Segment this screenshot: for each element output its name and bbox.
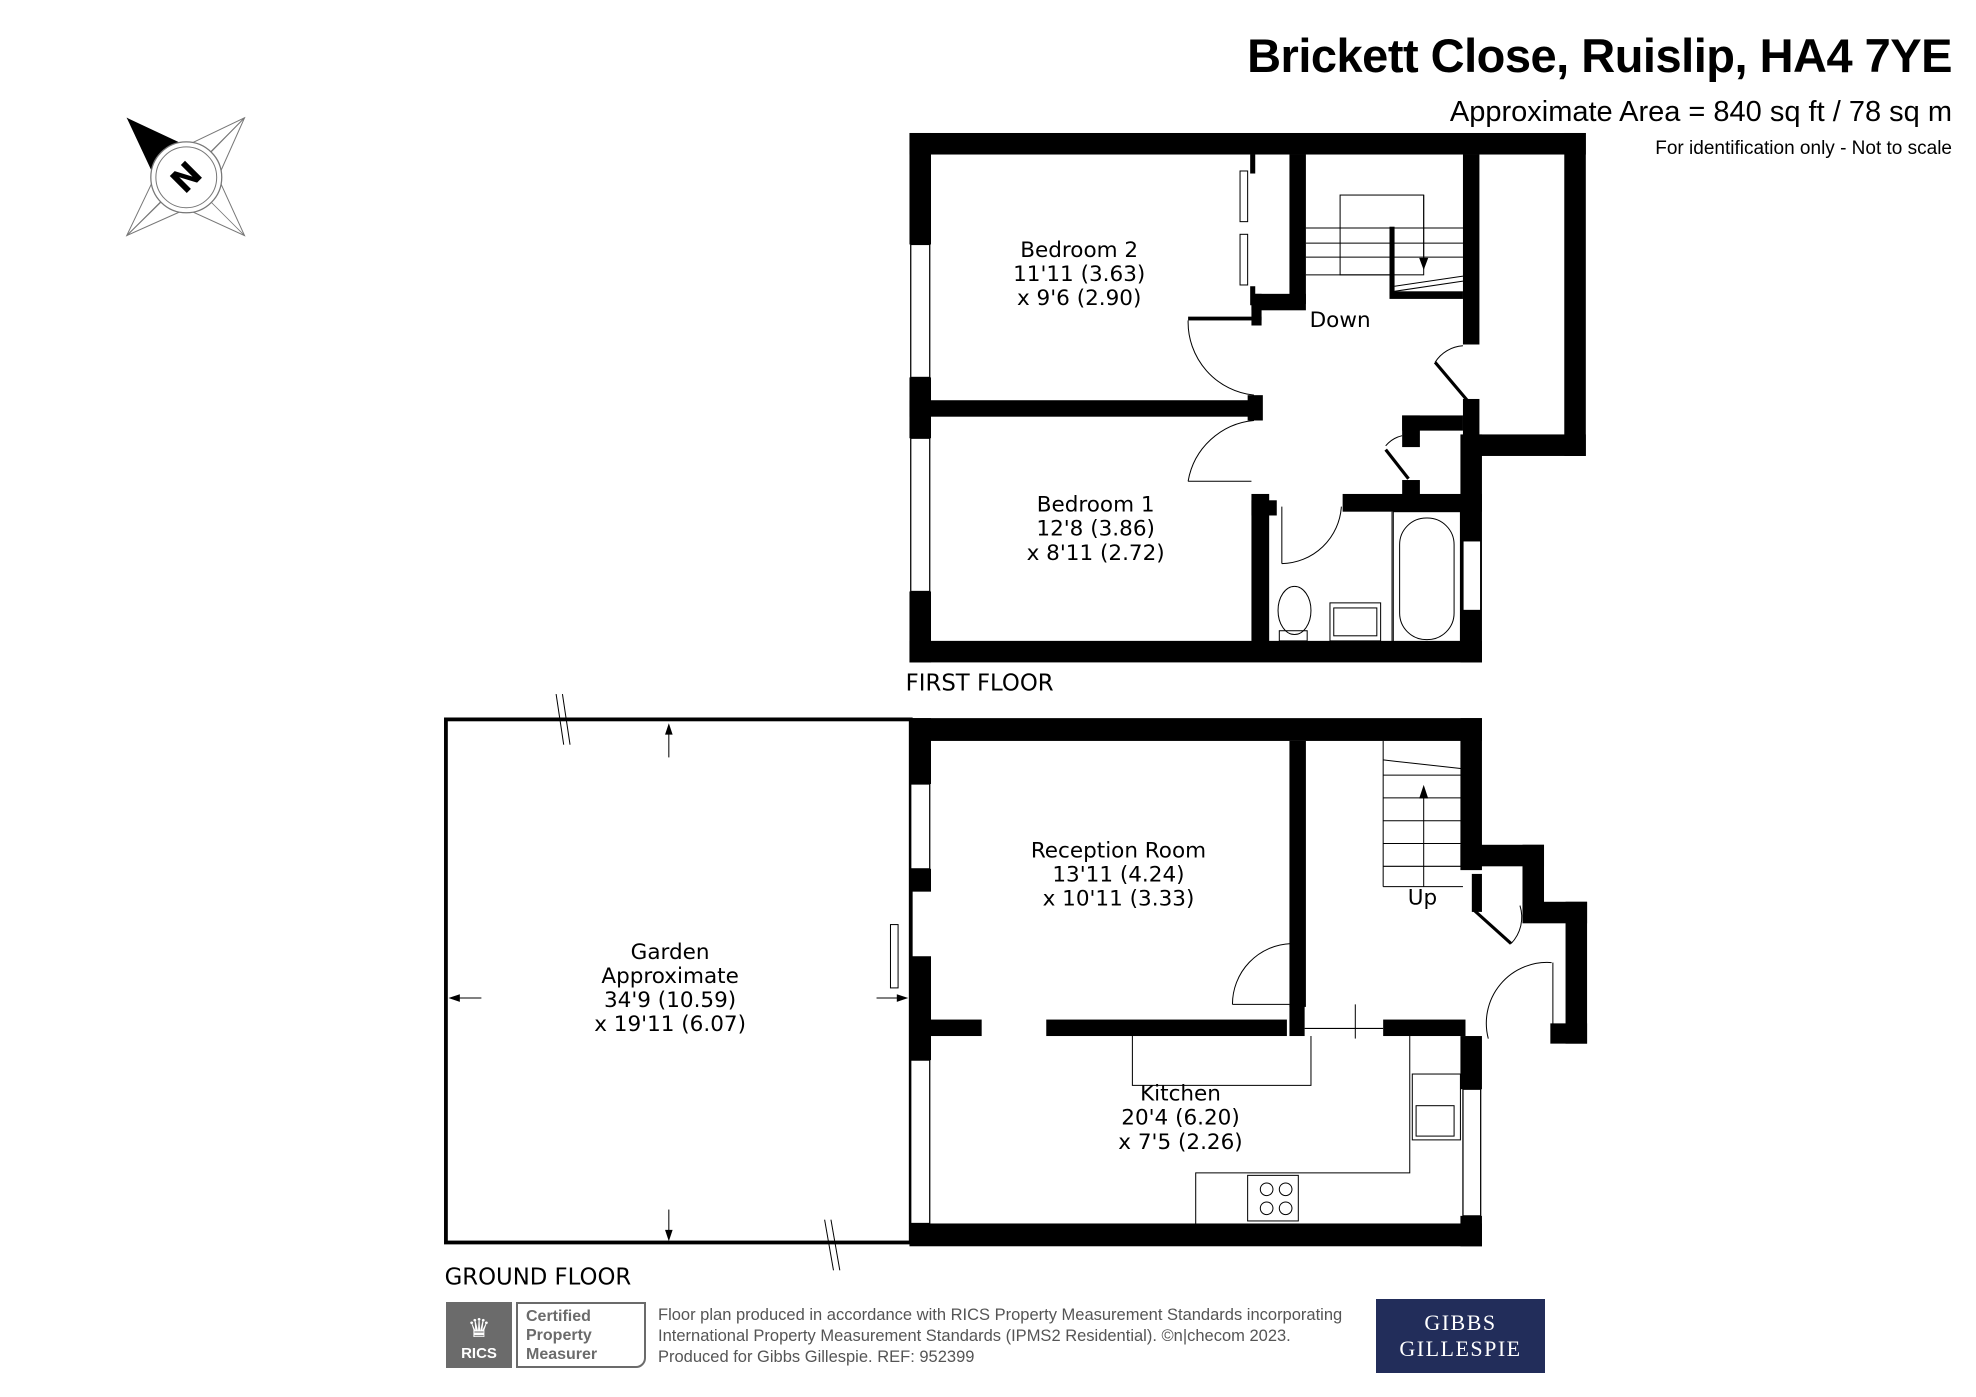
first-floor-plan bbox=[909, 132, 1586, 663]
compass-icon: N bbox=[125, 116, 246, 237]
property-title: Brickett Close, Ruislip, HA4 7YE bbox=[1247, 29, 1952, 82]
svg-text:Down: Down bbox=[1310, 308, 1371, 333]
rics-logo: ♛ RICS bbox=[446, 1302, 512, 1368]
svg-text:13'11 (4.24): 13'11 (4.24) bbox=[1052, 863, 1184, 888]
footer-disclaimer: Floor plan produced in accordance with R… bbox=[658, 1306, 1343, 1366]
garden-area bbox=[444, 693, 913, 1271]
ground-floor-plan bbox=[909, 718, 1588, 1247]
rics-lion-icon: ♛ bbox=[467, 1313, 491, 1343]
svg-text:Reception Room: Reception Room bbox=[1031, 838, 1206, 863]
svg-text:x 7'5 (2.26): x 7'5 (2.26) bbox=[1118, 1130, 1242, 1155]
svg-text:Garden: Garden bbox=[631, 940, 710, 965]
rics-certified-badge: ♛ RICS Certified Property Measurer bbox=[446, 1302, 646, 1368]
rics-cert-text: Certified Property Measurer bbox=[516, 1302, 646, 1368]
svg-text:Approximate: Approximate bbox=[601, 964, 738, 989]
svg-text:11'11 (3.63): 11'11 (3.63) bbox=[1013, 262, 1145, 287]
svg-text:x 9'6 (2.90): x 9'6 (2.90) bbox=[1017, 286, 1141, 311]
svg-text:x 8'11 (2.72): x 8'11 (2.72) bbox=[1027, 541, 1165, 566]
disclaimer-note: For identification only - Not to scale bbox=[1655, 138, 1952, 159]
first-floor-fixtures bbox=[1187, 194, 1471, 643]
svg-text:Bedroom 1: Bedroom 1 bbox=[1037, 493, 1155, 518]
ground-floor-fixtures bbox=[889, 740, 1554, 1224]
svg-text:x 19'11 (6.07): x 19'11 (6.07) bbox=[594, 1012, 746, 1037]
svg-text:Bedroom 2: Bedroom 2 bbox=[1020, 238, 1138, 263]
svg-text:Kitchen: Kitchen bbox=[1140, 1082, 1221, 1107]
svg-text:20'4 (6.20): 20'4 (6.20) bbox=[1121, 1106, 1240, 1131]
first-floor-label: FIRST FLOOR bbox=[906, 670, 1054, 696]
approximate-area: Approximate Area = 840 sq ft / 78 sq m bbox=[1449, 96, 1952, 128]
ground-floor-label: GROUND FLOOR bbox=[445, 1264, 632, 1290]
svg-text:Up: Up bbox=[1408, 885, 1437, 910]
svg-text:x 10'11 (3.33): x 10'11 (3.33) bbox=[1043, 887, 1195, 912]
svg-text:34'9 (10.59): 34'9 (10.59) bbox=[604, 988, 736, 1013]
gibbs-gillespie-logo: GIBBS GILLESPIE bbox=[1376, 1299, 1545, 1373]
svg-text:12'8 (3.86): 12'8 (3.86) bbox=[1036, 517, 1155, 542]
